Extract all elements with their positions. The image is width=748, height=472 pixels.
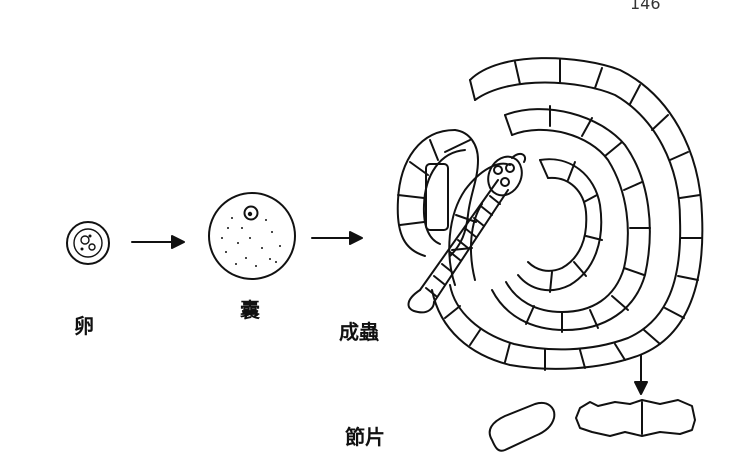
adult-worm-illustration [398,58,703,370]
egg-label: 卵 [74,316,94,336]
arrow-egg-to-cyst [132,236,184,248]
cyst-label: 囊 [240,300,260,320]
adult-label: 成蟲 [339,322,379,342]
egg-illustration [67,222,109,264]
arrow-cyst-to-adult [312,232,362,244]
segment-label: 節片 [345,427,385,447]
cyst-illustration [209,193,295,279]
segment-illustration [490,400,695,451]
arrow-adult-to-segments [635,355,647,394]
